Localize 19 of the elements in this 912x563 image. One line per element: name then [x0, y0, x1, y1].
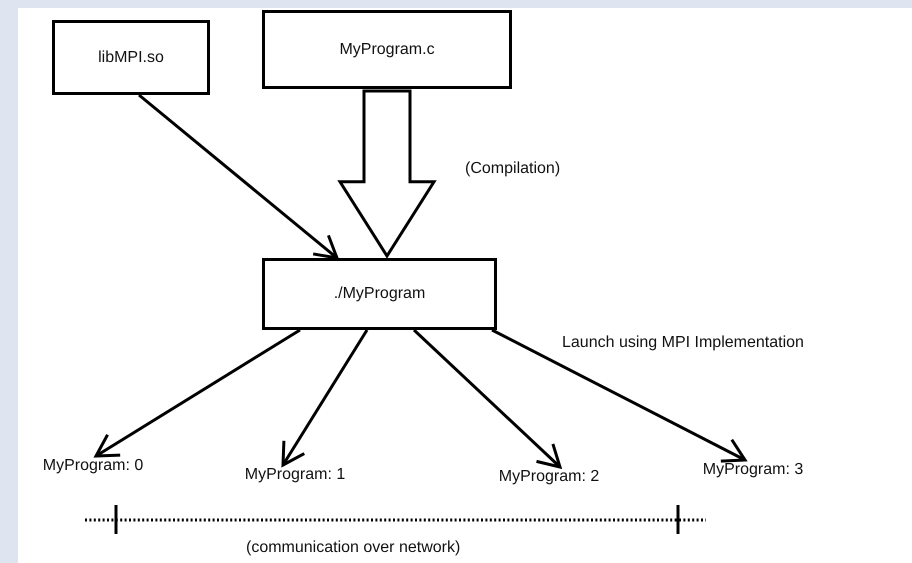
- process-label: MyProgram: 0: [18, 456, 168, 476]
- process-box: [52, 20, 210, 95]
- process-label: MyProgram: 2: [474, 467, 624, 487]
- block-arrow: [337, 90, 437, 259]
- box-label: MyProgram.c: [339, 40, 435, 58]
- box-label: ./MyProgram: [334, 285, 426, 303]
- edge-label: (Compilation): [465, 160, 560, 178]
- process-box: [262, 10, 512, 89]
- process-label: MyProgram: 3: [678, 460, 828, 480]
- caption-text: (communication over network): [246, 539, 460, 557]
- process-box: [262, 258, 497, 330]
- annotation-text: Launch using MPI Implementation: [562, 334, 804, 352]
- box-label: libMPI.so: [98, 48, 164, 66]
- process-label: MyProgram: 1: [220, 465, 370, 485]
- arrow: [491, 328, 746, 463]
- arrow: [138, 94, 338, 260]
- arrow: [412, 328, 562, 468]
- arrow: [282, 329, 368, 466]
- arrow: [94, 328, 301, 458]
